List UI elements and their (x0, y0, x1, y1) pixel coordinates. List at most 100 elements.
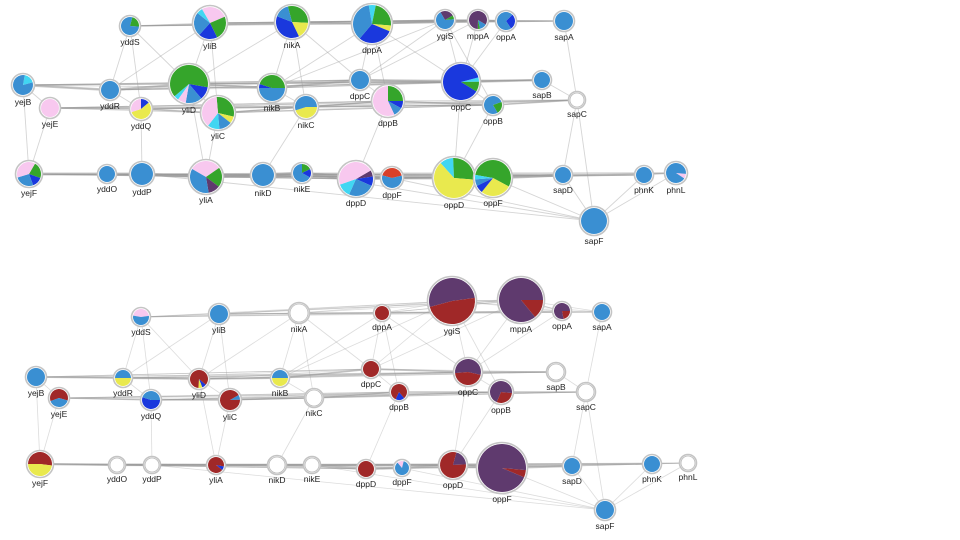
pie-slice-skyblue (353, 5, 372, 39)
node-lower-nikE[interactable]: nikE (302, 455, 322, 485)
node-lower-nikB[interactable]: nikB (269, 367, 291, 399)
node-upper-oppB[interactable]: oppB (481, 93, 505, 127)
node-lower-dppC[interactable]: dppC (360, 358, 382, 390)
node-lower-sapF[interactable]: sapF (593, 498, 617, 532)
node-upper-yddR[interactable]: yddR (98, 78, 122, 112)
pie-slice-yellow (295, 107, 317, 118)
node-upper-dppB[interactable]: dppB (370, 83, 406, 129)
node-upper-oppF[interactable]: oppF (472, 157, 514, 209)
node-upper-nikC[interactable]: nikC (292, 93, 320, 131)
edge-yddS-dppA (129, 23, 373, 27)
node-lower-oppA[interactable]: oppA (551, 300, 573, 332)
label-upper-nikD: nikD (254, 188, 271, 198)
node-lower-yddS[interactable]: yddS (130, 306, 152, 338)
node-upper-dppD[interactable]: dppD (336, 159, 376, 209)
node-lower-yliA[interactable]: yliA (205, 454, 227, 486)
node-upper-ygiS[interactable]: ygiS (433, 8, 457, 42)
edge-sapF-phnL (604, 462, 689, 511)
node-lower-nikD[interactable]: nikD (266, 454, 288, 486)
node-lower-oppB[interactable]: oppB (487, 378, 515, 416)
node-lower-yejB[interactable]: yejB (24, 365, 48, 399)
node-lower-yliB[interactable]: yliB (207, 302, 231, 336)
node-lower-yliC[interactable]: yliC (217, 387, 243, 423)
node-upper-nikA[interactable]: nikA (273, 3, 311, 51)
node-lower-mppA[interactable]: mppA (496, 275, 546, 335)
node-upper-yliC[interactable]: yliC (199, 94, 237, 142)
node-upper-oppA[interactable]: oppA (494, 9, 518, 43)
node-upper-oppC[interactable]: oppC (440, 61, 482, 113)
edge-nikB-dppC (279, 368, 372, 379)
node-lower-phnL[interactable]: phnL (679, 453, 698, 483)
node-upper-phnK[interactable]: phnK (633, 164, 655, 196)
pie-slice-pink (676, 173, 686, 179)
label-upper-dppF: dppF (382, 190, 401, 200)
node-lower-ygiS[interactable]: ygiS (426, 275, 478, 337)
node-upper-sapD[interactable]: sapD (552, 164, 574, 196)
node-lower-phnK[interactable]: phnK (641, 453, 663, 485)
node-lower-dppB[interactable]: dppB (388, 381, 410, 413)
node-upper-dppA[interactable]: dppA (350, 2, 394, 56)
node-upper-dppF[interactable]: dppF (379, 165, 405, 201)
node-upper-yddS[interactable]: yddS (118, 14, 142, 48)
pie-slice-cyan (23, 75, 33, 85)
node-lower-dppD[interactable]: dppD (355, 458, 377, 490)
node-upper-yddQ[interactable]: yddQ (128, 96, 154, 132)
label-upper-oppF: oppF (483, 198, 502, 208)
label-upper-yddO: yddO (97, 184, 118, 194)
node-lower-nikA[interactable]: nikA (287, 301, 311, 335)
edge-yejE-yddQ (49, 107, 142, 110)
label-lower-dppD: dppD (356, 479, 376, 489)
node-lower-nikC[interactable]: nikC (303, 387, 325, 419)
label-upper-yddQ: yddQ (131, 121, 152, 131)
node-lower-oppC[interactable]: oppC (452, 356, 484, 398)
node-upper-mppA[interactable]: mppA (466, 8, 490, 42)
node-lower-sapB[interactable]: sapB (545, 361, 567, 393)
node-upper-nikD[interactable]: nikD (249, 161, 277, 199)
node-lower-dppF[interactable]: dppF (392, 458, 412, 488)
node-upper-yliA[interactable]: yliA (187, 158, 225, 206)
label-lower-yddQ: yddQ (141, 411, 162, 421)
node-upper-sapC[interactable]: sapC (567, 90, 587, 120)
node-upper-nikE[interactable]: nikE (290, 161, 314, 195)
edge-yejB-yejF (22, 84, 30, 175)
edge-yddR-oppC (122, 371, 469, 379)
node-lower-dppA[interactable]: dppA (372, 303, 392, 333)
node-lower-sapC[interactable]: sapC (575, 381, 597, 413)
node-lower-sapD[interactable]: sapD (561, 455, 583, 487)
node-lower-oppD[interactable]: oppD (437, 449, 469, 491)
node-lower-yddO[interactable]: yddO (107, 455, 128, 485)
node-upper-yliD[interactable]: yliD (167, 62, 211, 116)
node-upper-sapB[interactable]: sapB (531, 69, 553, 101)
node-upper-yddO[interactable]: yddO (96, 163, 118, 195)
edge-yddS-yddQ (129, 25, 142, 110)
node-upper-nikB[interactable]: nikB (256, 72, 288, 114)
node-lower-yddP[interactable]: yddP (142, 455, 162, 485)
pie-slice-royal (199, 23, 218, 39)
node-lower-oppF[interactable]: oppF (475, 441, 529, 505)
node-lower-yddR[interactable]: yddR (112, 367, 134, 399)
node-upper-oppD[interactable]: oppD (431, 155, 477, 211)
node-upper-dppC[interactable]: dppC (348, 68, 372, 102)
node-upper-yejE[interactable]: yejE (38, 96, 62, 130)
node-upper-yejB[interactable]: yejB (10, 72, 36, 108)
node-upper-sapA[interactable]: sapA (552, 9, 576, 43)
node-lower-yejF[interactable]: yejF (25, 449, 55, 489)
node-upper-yddP[interactable]: yddP (128, 160, 156, 198)
label-lower-yddO: yddO (107, 474, 128, 484)
node-upper-yejF[interactable]: yejF (14, 159, 44, 199)
node-lower-yejE[interactable]: yejE (47, 386, 71, 420)
node-lower-sapA[interactable]: sapA (591, 301, 613, 333)
node-upper-yliB[interactable]: yliB (191, 4, 229, 52)
node-upper-phnL[interactable]: phnL (663, 160, 689, 196)
node-lower-yddQ[interactable]: yddQ (139, 388, 163, 422)
node-lower-yliD[interactable]: yliD (187, 367, 211, 401)
edge-oppA-oppC (467, 310, 563, 373)
pie-slice-skyblue (185, 84, 202, 103)
pie-slice-green (210, 16, 226, 38)
edge-yliC-nikC (229, 397, 315, 401)
node-upper-sapF[interactable]: sapF (578, 205, 610, 247)
label-lower-nikE: nikE (304, 474, 321, 484)
pie-darkred (358, 461, 374, 477)
